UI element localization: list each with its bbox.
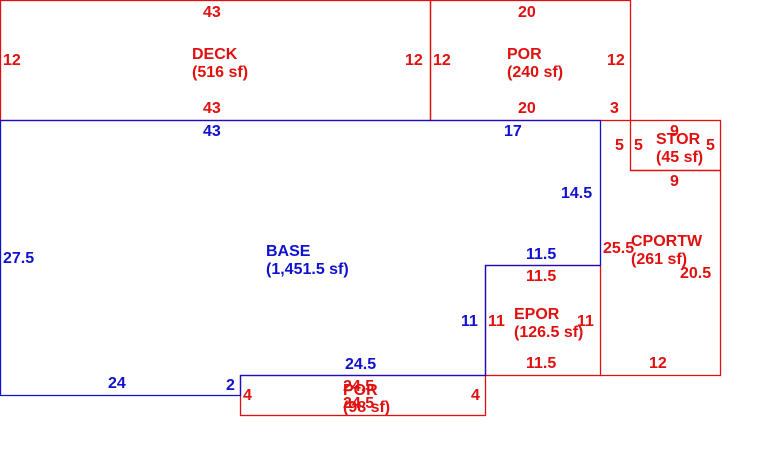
deck-top-dimension: 43 — [203, 4, 221, 21]
epor-top-dimension: 11.5 — [526, 268, 556, 285]
stor-right-dimension: 5 — [706, 137, 715, 154]
base-bottom-left-dimension: 24 — [108, 375, 126, 392]
base-label: BASE — [266, 243, 311, 260]
base-outline — [0, 119, 602, 397]
deck-bottom-dimension: 43 — [203, 100, 221, 117]
deck-area: (516 sf) — [192, 64, 248, 81]
cportw-label: CPORTW — [631, 233, 703, 250]
base-top-right-dimension: 17 — [504, 123, 522, 140]
base-area: (1,451.5 sf) — [266, 261, 349, 278]
epor-label: EPOR — [514, 306, 560, 323]
base-step-dimension: 2 — [226, 377, 235, 394]
cportw-right-dimension: 20.5 — [680, 265, 711, 282]
epor-left-dimension: 11 — [488, 313, 505, 330]
epor-area: (126.5 sf) — [514, 324, 583, 341]
deck-left-dimension: 12 — [3, 52, 21, 69]
stor-top-dimension: 9 — [670, 123, 679, 140]
base-bottom-mid-dimension: 24.5 — [345, 356, 376, 373]
cportw-area: (261 sf) — [631, 251, 687, 268]
stor-label: STOR — [656, 131, 701, 148]
cportw-bottom-dimension: 12 — [649, 355, 667, 372]
epor-bottom-dimension: 11.5 — [526, 355, 556, 372]
porb-top-dimension: 24.5 — [343, 378, 374, 395]
cportw-left-dimension: 25.5 — [603, 240, 634, 257]
deck-label: DECK — [192, 46, 238, 63]
por-top-dimension: 20 — [518, 4, 536, 21]
por-bottom-dimension: 20 — [518, 100, 536, 117]
base-right-upper-dimension: 14.5 — [561, 185, 592, 202]
por-bottom-label: POR — [343, 382, 378, 399]
por-step-dimension: 3 — [610, 100, 619, 117]
por-left-dimension: 12 — [433, 52, 451, 69]
porb-left-dimension: 4 — [243, 387, 252, 404]
porb-right-dimension: 4 — [471, 387, 480, 404]
por-top-label: POR — [507, 46, 542, 63]
epor-right-dimension: 11 — [577, 313, 594, 330]
base-notch-top-dimension: 11.5 — [526, 246, 556, 263]
stor-bottom-dimension: 9 — [670, 173, 679, 190]
stor-area: (45 sf) — [656, 149, 703, 166]
stor-left-inner-dimension: 5 — [634, 137, 643, 154]
base-notch-side-dimension: 11 — [461, 313, 478, 330]
cportw-outline — [600, 169, 722, 377]
porb-bottom-dimension: 24.5 — [343, 395, 374, 412]
por-top-area: (240 sf) — [507, 64, 563, 81]
base-left-dimension: 27.5 — [3, 250, 34, 267]
stor-left-outer-dimension: 5 — [615, 137, 624, 154]
por-right-dimension: 12 — [607, 52, 625, 69]
por-bottom-area: (98 sf) — [343, 399, 390, 416]
base-top-left-dimension: 43 — [203, 123, 221, 140]
deck-right-dimension: 12 — [405, 52, 423, 69]
